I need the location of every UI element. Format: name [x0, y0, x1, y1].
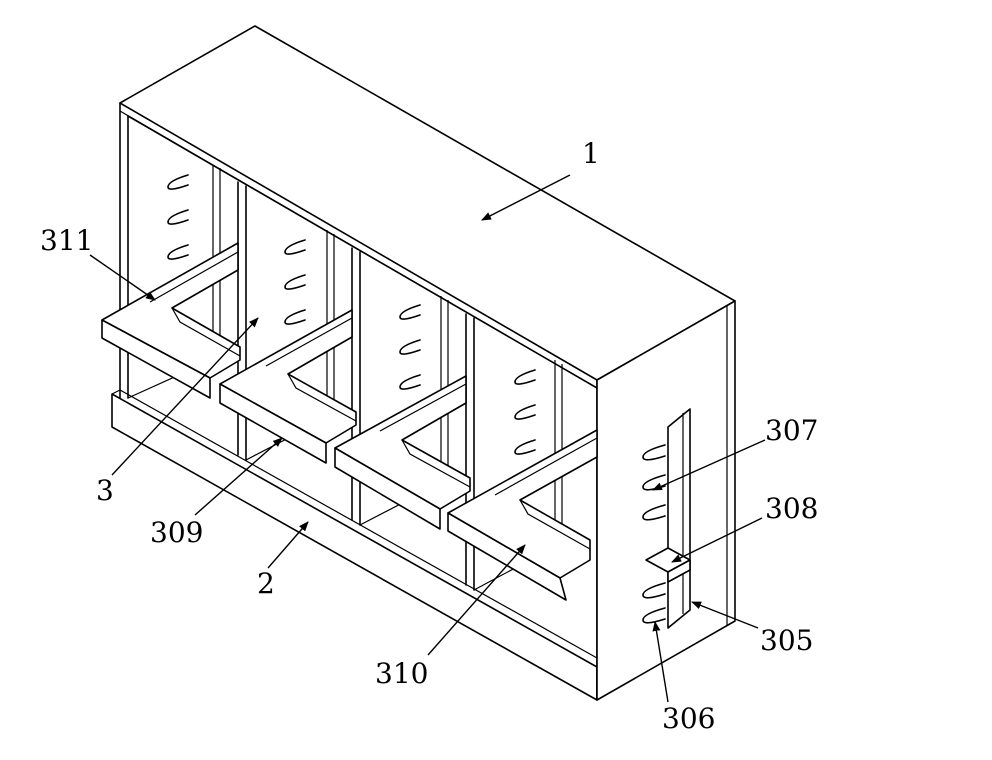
leader-308 [671, 517, 763, 563]
reference-labels: 1 311 3 309 2 310 307 308 305 306 [40, 137, 818, 735]
leader-2 [267, 521, 309, 569]
label-310: 310 [375, 657, 428, 690]
slot-hooks [167, 174, 536, 455]
leader-307 [652, 439, 766, 491]
label-307: 307 [765, 414, 818, 447]
label-309: 309 [150, 516, 203, 549]
leader-310 [427, 544, 526, 656]
label-305: 305 [760, 624, 813, 657]
leader-305 [691, 601, 759, 629]
leader-lines [89, 174, 766, 703]
label-2: 2 [257, 567, 275, 600]
cabinet-frame [119, 25, 736, 701]
side-slot-assembly [642, 408, 691, 629]
leader-306 [652, 621, 669, 703]
tray-2 [219, 309, 357, 464]
leader-309 [194, 437, 283, 516]
leader-3 [111, 317, 259, 476]
label-308: 308 [765, 492, 818, 525]
label-1: 1 [582, 137, 600, 170]
tray-1 [101, 242, 241, 399]
leader-1 [481, 174, 571, 221]
label-3: 3 [96, 474, 114, 507]
label-306: 306 [662, 702, 715, 735]
label-311: 311 [40, 224, 93, 257]
tray-4 [447, 429, 598, 601]
leader-311 [89, 254, 156, 301]
tray-3 [334, 375, 471, 530]
